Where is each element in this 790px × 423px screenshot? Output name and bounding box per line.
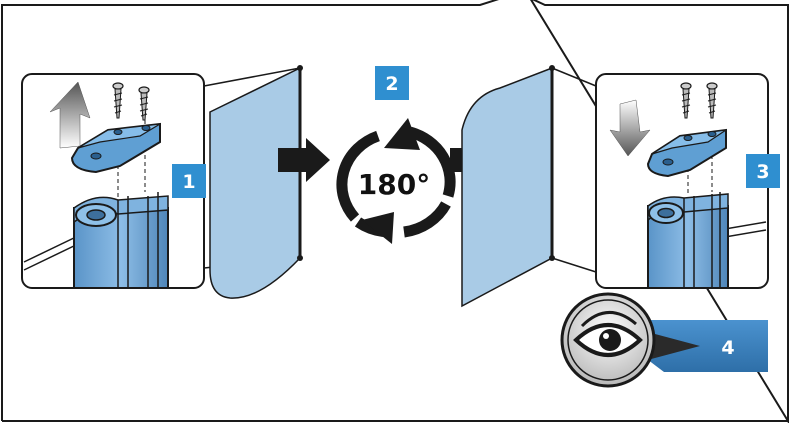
callout-line	[551, 257, 597, 273]
hinge-bracket	[646, 128, 727, 178]
hinge-profile	[73, 192, 169, 289]
arrow-down-icon	[609, 99, 651, 157]
hinge-bracket	[70, 122, 161, 174]
step-badge-3: 3	[746, 154, 780, 188]
glass-door-right	[461, 65, 555, 308]
step-badge-3-label: 3	[756, 161, 769, 183]
step-badge-4-label: 4	[721, 337, 734, 359]
callout-line	[203, 67, 301, 87]
rotation-label: 180°	[358, 168, 430, 201]
glass-door-left	[209, 65, 303, 299]
arrow-up-icon	[49, 81, 91, 149]
rotate-180-icon: 180°	[336, 118, 456, 244]
hinge-profile	[647, 192, 729, 289]
eye-icon	[560, 292, 656, 388]
screw-icon	[706, 82, 718, 119]
arrow-right-icon	[278, 138, 330, 182]
callout-line	[551, 67, 597, 87]
screw-icon	[138, 86, 150, 121]
step-badge-2: 2	[375, 66, 409, 100]
detail-box-step1	[21, 67, 301, 289]
step-badge-2-label: 2	[385, 73, 398, 95]
screw-icon	[680, 82, 692, 119]
step-badge-1: 1	[172, 164, 206, 198]
step-badge-1-label: 1	[182, 171, 195, 193]
detail-box-step3	[551, 67, 769, 289]
screw-icon	[112, 82, 124, 119]
